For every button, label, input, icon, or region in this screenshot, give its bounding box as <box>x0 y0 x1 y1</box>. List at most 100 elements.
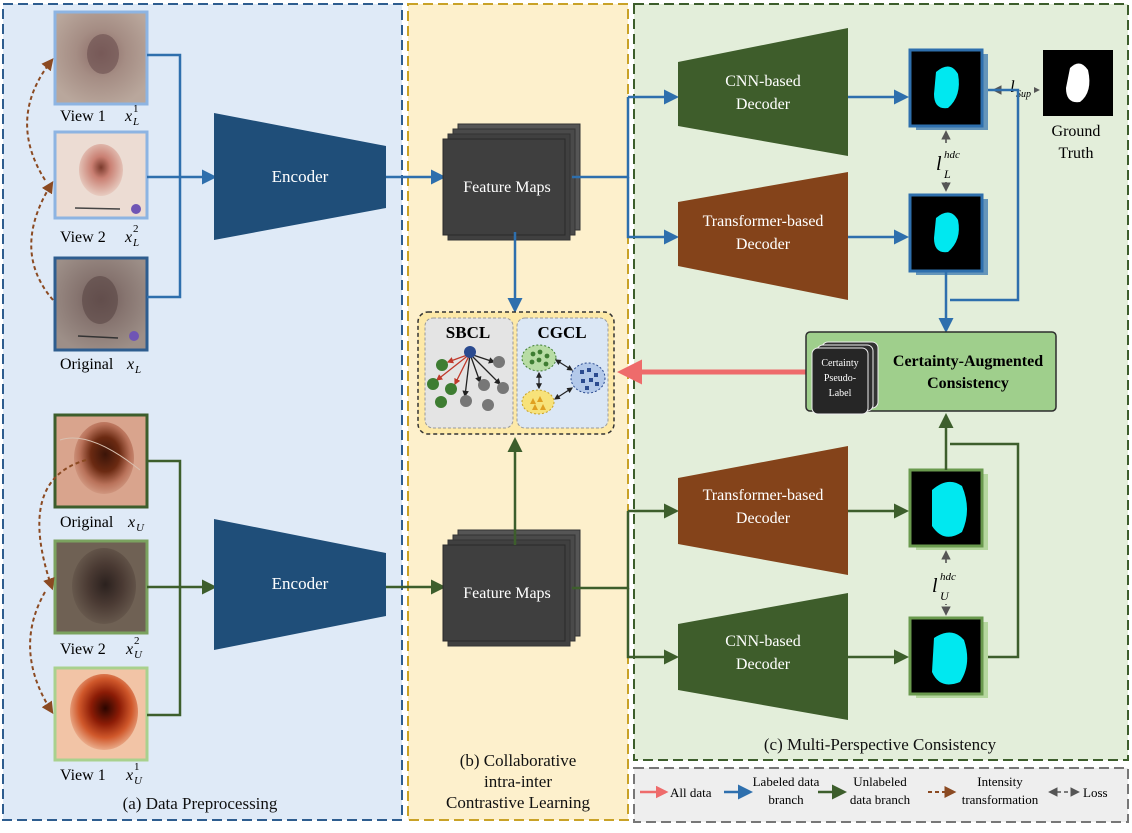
labeled-original-image <box>53 256 149 352</box>
legend-panel <box>633 767 1129 823</box>
svg-text:L: L <box>132 237 139 249</box>
ground-truth-mask <box>1043 50 1113 116</box>
svg-text:CNN-based: CNN-based <box>725 633 801 650</box>
svg-text:Transformer-based: Transformer-based <box>703 487 824 504</box>
legend-labeled-label-line-2: branch <box>768 792 804 807</box>
legend-intensity-label-line-1: Intensity <box>977 774 1023 789</box>
svg-text:l: l <box>1010 77 1015 96</box>
svg-text:Decoder: Decoder <box>736 236 791 253</box>
labeled-original-caption: Original x L <box>60 356 141 376</box>
svg-text:Encoder: Encoder <box>272 167 329 186</box>
prediction-mask-cnn-unlabeled <box>908 616 988 698</box>
ground-truth-label-line-2: Truth <box>1059 145 1094 162</box>
svg-text:U: U <box>134 649 143 661</box>
svg-text:View 1: View 1 <box>60 108 106 125</box>
panel-b-title-line-1: (b) Collaborative <box>460 751 577 770</box>
svg-text:View 2: View 2 <box>60 229 106 246</box>
svg-text:l: l <box>932 575 938 597</box>
svg-text:2: 2 <box>133 223 139 235</box>
svg-text:Original: Original <box>60 356 114 373</box>
masks-to-certainty-labeled <box>950 88 1020 302</box>
feature-maps-unlabeled: Feature Maps <box>442 529 581 647</box>
svg-text:Certainty: Certainty <box>821 358 858 369</box>
svg-text:2: 2 <box>134 635 140 647</box>
svg-text:hdc: hdc <box>944 149 960 161</box>
svg-text:1: 1 <box>133 103 139 115</box>
labeled-view1-image <box>53 10 149 106</box>
svg-text:x: x <box>124 229 132 246</box>
svg-text:Sup: Sup <box>1016 89 1031 100</box>
encoder-labeled: Encoder <box>214 113 386 240</box>
legend-intensity-label-line-2: transformation <box>962 792 1039 807</box>
prediction-mask-transformer-labeled <box>908 193 988 275</box>
svg-text:x: x <box>125 641 133 658</box>
svg-text:L: L <box>134 364 141 376</box>
legend: All data Labeled data branch Unlabeled d… <box>640 774 1108 807</box>
cnn-decoder-labeled: CNN-based Decoder <box>678 28 848 156</box>
ground-truth-label-line-1: Ground <box>1052 123 1101 140</box>
svg-text:U: U <box>134 775 143 787</box>
legend-loss-label: Loss <box>1083 785 1108 800</box>
certainty-pseudo-label: Certainty Pseudo- Label <box>811 341 879 415</box>
intensity-arrow-labeled-2 <box>26 58 54 181</box>
unlabeled-original-caption: Original x U <box>60 514 145 534</box>
unlabeled-view2-caption: View 2 x U 2 <box>60 635 143 661</box>
labeled-view2-caption: View 2 x L 2 <box>60 223 139 249</box>
svg-text:Transformer-based: Transformer-based <box>703 213 824 230</box>
svg-text:Encoder: Encoder <box>272 574 329 593</box>
svg-text:U: U <box>940 589 950 603</box>
cgcl-label: CGCL <box>537 323 586 342</box>
transformer-decoder-unlabeled: Transformer-based Decoder <box>678 446 848 575</box>
svg-text:Pseudo-: Pseudo- <box>824 373 856 384</box>
sup-loss-label: l Sup <box>1006 77 1034 100</box>
svg-text:x: x <box>124 108 132 125</box>
svg-text:hdc: hdc <box>940 571 956 583</box>
legend-labeled-label-line-1: Labeled data <box>753 774 820 789</box>
panel-c-title: (c) Multi-Perspective Consistency <box>764 735 997 754</box>
panel-a-title: (a) Data Preprocessing <box>123 794 278 813</box>
svg-text:CNN-based: CNN-based <box>725 73 801 90</box>
svg-text:Label: Label <box>829 388 852 399</box>
intensity-arrow-unlabeled-2 <box>29 591 54 715</box>
legend-unlabeled-label-line-2: data branch <box>850 792 911 807</box>
unlabeled-original-image <box>53 413 149 509</box>
unlabeled-view1-caption: View 1 x U 1 <box>60 761 143 787</box>
svg-text:L: L <box>943 167 951 181</box>
sbcl-graph <box>427 346 509 411</box>
certainty-module-label-line-2: Consistency <box>927 375 1009 392</box>
svg-text:Decoder: Decoder <box>736 656 791 673</box>
certainty-module-label-line-1: Certainty-Augmented <box>893 353 1043 370</box>
cnn-decoder-unlabeled: CNN-based Decoder <box>678 593 848 720</box>
svg-text:U: U <box>136 522 145 534</box>
unlabeled-view2-image <box>53 539 149 635</box>
intensity-arrow-unlabeled-1 <box>38 459 87 591</box>
legend-unlabeled-label-line-1: Unlabeled <box>853 774 907 789</box>
svg-text:1: 1 <box>134 761 140 773</box>
hdc-loss-label-unlabeled: l hdc U <box>928 566 968 604</box>
feature-maps-labeled: Feature Maps <box>442 123 581 241</box>
arrow-to-cnn-decoder-unlabeled <box>626 588 679 665</box>
legend-all-data-label: All data <box>670 785 712 800</box>
masks-to-certainty-unlabeled <box>950 442 1020 659</box>
panel-b-title-line-2: intra-inter <box>484 772 552 791</box>
intensity-arrow-labeled-1 <box>30 180 54 301</box>
encoder-unlabeled: Encoder <box>214 519 386 650</box>
svg-text:x: x <box>126 356 134 373</box>
hdc-loss-label-labeled: l hdc L <box>932 146 968 182</box>
svg-text:View 2: View 2 <box>60 641 106 658</box>
unlabeled-view1-image <box>53 666 149 762</box>
prediction-mask-cnn-labeled <box>908 48 988 130</box>
sbcl-label: SBCL <box>446 323 490 342</box>
labeled-view2-image <box>53 130 149 220</box>
svg-text:Decoder: Decoder <box>736 510 791 527</box>
svg-text:View 1: View 1 <box>60 767 106 784</box>
svg-text:Feature Maps: Feature Maps <box>463 179 551 196</box>
panel-b-title-line-3: Contrastive Learning <box>446 793 590 812</box>
svg-text:Original: Original <box>60 514 114 531</box>
labeled-view1-caption: View 1 x L 1 <box>60 103 139 128</box>
svg-text:L: L <box>132 116 139 128</box>
svg-text:x: x <box>127 514 135 531</box>
svg-text:Decoder: Decoder <box>736 96 791 113</box>
svg-text:Feature Maps: Feature Maps <box>463 585 551 602</box>
